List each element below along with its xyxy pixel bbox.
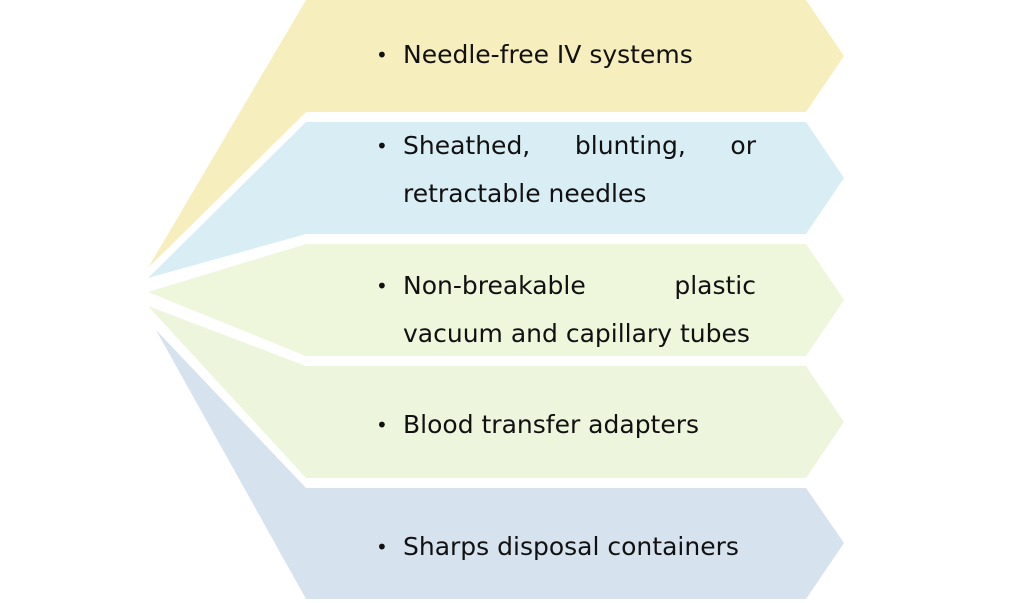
- list-item-adapters: • Blood transfer adapters: [376, 401, 756, 449]
- arrow-shape-needles: [148, 122, 844, 278]
- list-item-tubes: • Non-breakable plastic vacuum and capil…: [376, 262, 756, 358]
- item-text: Non-breakable plastic vacuum and capilla…: [403, 271, 756, 348]
- bullet-icon: •: [376, 43, 388, 67]
- item-text: Sheathed, blunting, or retractable needl…: [403, 131, 756, 208]
- arrow-shape-adapters: [148, 306, 844, 478]
- list-item-needle-free: • Needle-free IV systems: [376, 31, 756, 79]
- list-item-sharps: • Sharps disposal containers: [376, 523, 756, 571]
- bullet-icon: •: [376, 413, 388, 437]
- arrow-shape-tubes: [148, 244, 844, 356]
- bullet-icon: •: [376, 134, 388, 158]
- item-text: Sharps disposal containers: [403, 532, 739, 561]
- bullet-icon: •: [376, 274, 388, 298]
- arrow-shape-needle-free: [148, 0, 844, 268]
- arrow-shape-sharps: [156, 330, 844, 599]
- list-item-needles: • Sheathed, blunting, or retractable nee…: [376, 122, 756, 218]
- bullet-icon: •: [376, 535, 388, 559]
- item-text: Needle-free IV systems: [403, 40, 693, 69]
- item-text: Blood transfer adapters: [403, 410, 700, 439]
